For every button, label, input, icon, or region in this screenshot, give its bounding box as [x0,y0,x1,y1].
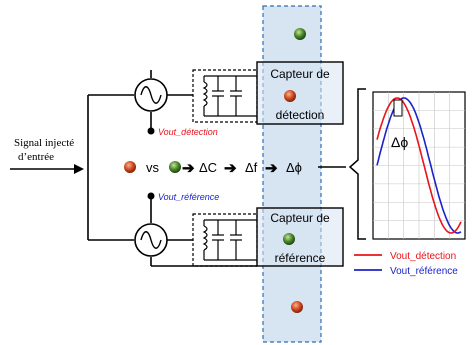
sensor-detection-label: Capteur de [270,67,330,81]
node-label-reference: Vout_référence [158,192,219,202]
ac-source-top [134,78,168,112]
input-signal-label: Signal injecté [14,137,74,149]
input-signal-label-2: d’entrée [18,151,54,163]
sensor-reference-box: Capteur de référence [256,207,344,267]
lc-network-bottom [192,213,258,267]
phase-label: Δϕ [391,134,408,150]
node-reference [147,192,155,200]
particle-orange-bottom [291,301,303,313]
legend: Vout_détection Vout_référence [354,251,458,277]
legend-label-reference: Vout_référence [390,266,458,277]
node-detection [147,127,155,135]
sensor-reference-label: Capteur de [270,211,330,225]
chain-delta-c: ΔC [199,160,217,175]
waveform-plot: Δϕ [372,91,466,240]
chain-arrow-2: ➔ [224,160,237,177]
wave-detection [376,97,462,234]
particle-green-top [294,28,306,40]
chain-arrow-1: ➔ [182,160,195,177]
chain-vs: vs [146,160,160,175]
ac-source-bottom [134,223,168,257]
particle-orange-chain [124,161,136,173]
lc-network-top [192,69,258,123]
particle-orange-detection [284,90,296,102]
causal-chain: vs ➔ ΔC ➔ Δf ➔ Δϕ [124,160,302,177]
sensor-detection-box: Capteur de détection [256,61,344,125]
chain-delta-f: Δf [245,160,258,175]
chain-delta-phi: Δϕ [286,160,302,175]
chain-arrow-3: ➔ [265,160,278,177]
particle-green-reference [283,233,295,245]
wave-reference [376,97,462,234]
node-label-detection: Vout_détection [158,127,218,137]
sensor-detection-label-2: détection [276,108,325,122]
sensor-reference-label-2: référence [275,251,326,265]
phase-marker [393,99,403,117]
brace [348,88,366,240]
circuit-wires [87,70,257,267]
particle-green-chain [169,161,181,173]
legend-label-detection: Vout_détection [390,251,456,262]
